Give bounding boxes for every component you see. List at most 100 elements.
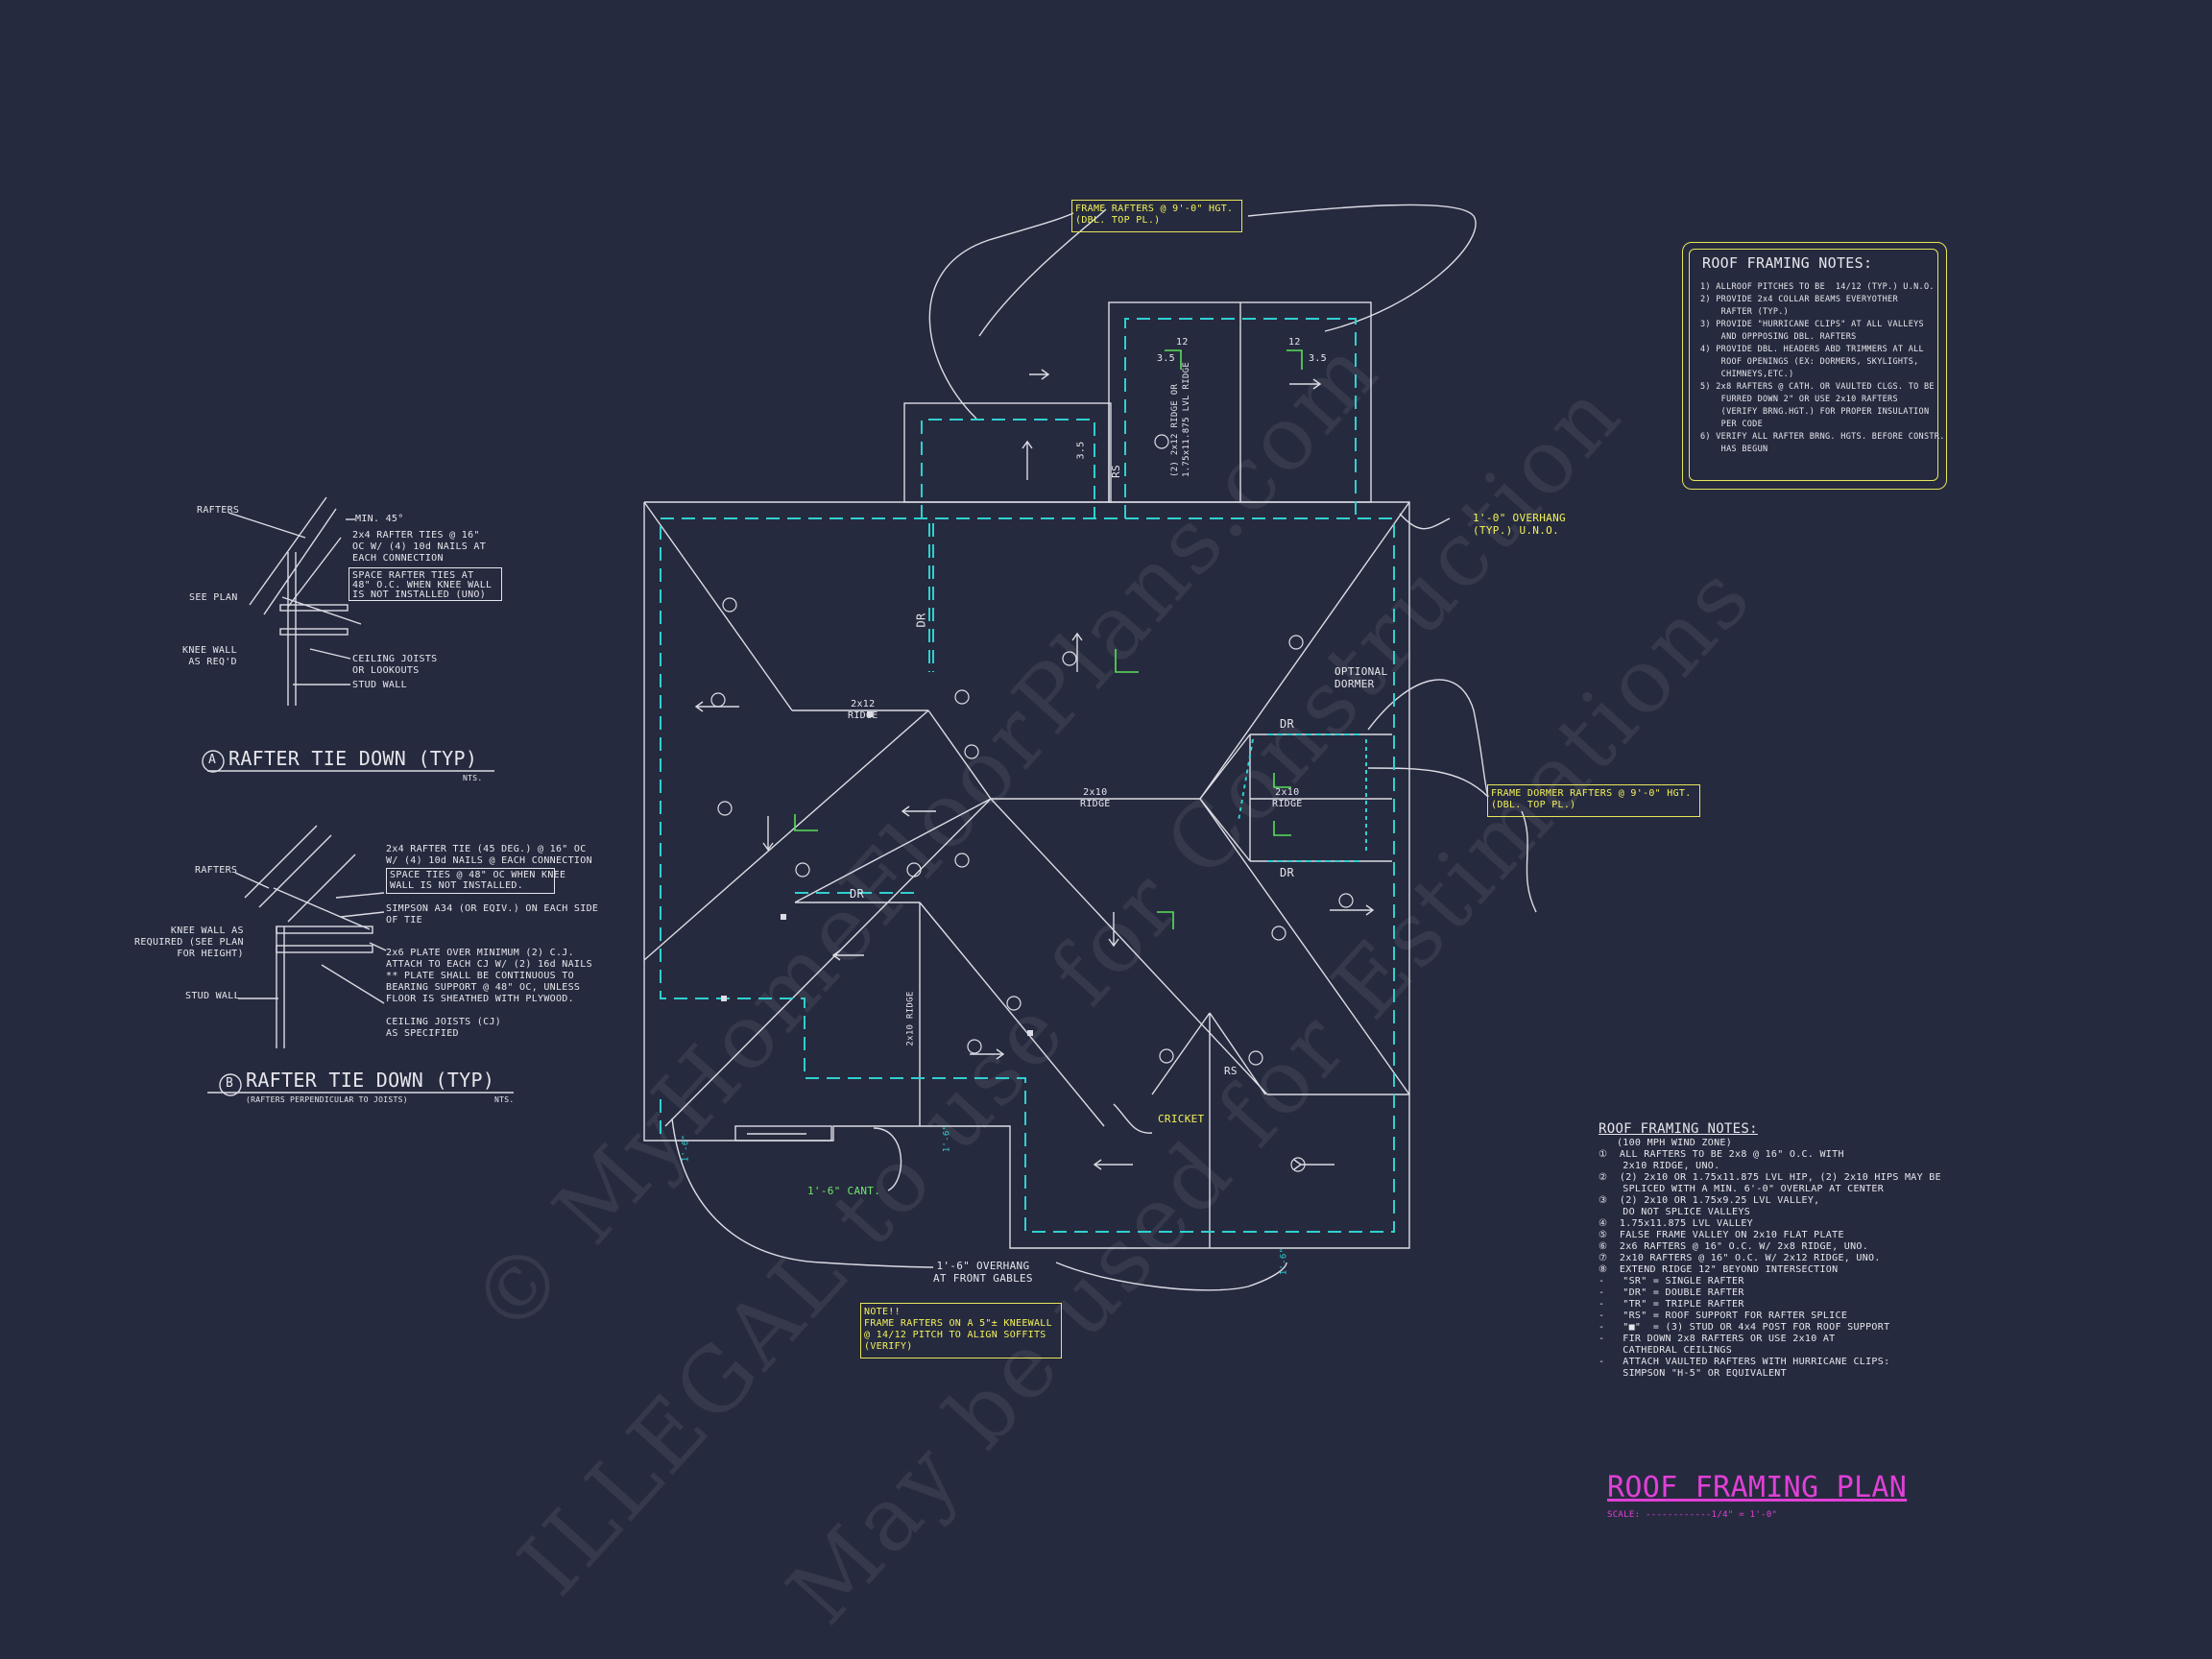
- simpson-line: SIMPSON A34 (OR EQIV.) ON EACH SIDE: [386, 903, 599, 914]
- detail-a-space-box: SPACE RAFTER TIES AT 48" O.C. WHEN KNEE …: [349, 567, 502, 601]
- note-item: 2) PROVIDE 2x4 COLLAR BEAMS EVERYOTHER: [1700, 295, 1898, 304]
- ceiling-line: OR LOOKOUTS: [352, 665, 420, 676]
- detail-b-stud: STUD WALL: [185, 991, 240, 1001]
- note-item: 3) PROVIDE "HURRICANE CLIPS" AT ALL VALL…: [1700, 320, 1924, 329]
- cant-label: 1'-6" CANT.: [807, 1185, 881, 1197]
- ceiling-line: CEILING JOISTS: [352, 654, 438, 664]
- dormer-word: DORMER: [1334, 678, 1375, 690]
- knee-line: FOR HEIGHT): [177, 949, 244, 959]
- detail-b-nts: NTS.: [494, 1095, 515, 1104]
- detail-a-stud: STUD WALL: [352, 680, 407, 690]
- legend-item: ⑤ FALSE FRAME VALLEY ON 2x10 FLAT PLATE: [1599, 1230, 1844, 1240]
- dim-mid: 1'-6": [942, 1124, 952, 1153]
- pitch-12-a: 12: [1176, 337, 1189, 348]
- detail-a-tie: 2x4 RAFTER TIES @ 16"OC W/ (4) 10d NAILS…: [352, 530, 486, 565]
- note-line2: FRAME RAFTERS ON A 5"± KNEEWALL: [864, 1318, 1052, 1329]
- note-item: (VERIFY BRNG.HGT.) FOR PROPER INSULATION: [1700, 407, 1930, 417]
- note-item: 5) 2x8 RAFTERS @ CATH. OR VAULTED CLGS. …: [1700, 382, 1935, 392]
- pitch-label-right: 3.5: [1309, 353, 1327, 364]
- note-line3: @ 14/12 PITCH TO ALIGN SOFFITS: [864, 1330, 1046, 1340]
- knee-line: KNEE WALL AS: [170, 926, 244, 936]
- frame-rafters-line2: (DBL. TOP PL.): [1075, 215, 1161, 226]
- note-line1: NOTE!!: [864, 1307, 901, 1317]
- roof-notes-heading: ROOF FRAMING NOTES:: [1702, 254, 1873, 272]
- detail-a-space-2: 48" O.C. WHEN KNEE WALL: [352, 580, 493, 590]
- ceiling-line: AS SPECIFIED: [386, 1028, 459, 1039]
- legend-item: CATHEDRAL CEILINGS: [1599, 1345, 1733, 1356]
- double-rafter-label: DR: [850, 887, 865, 901]
- legend-item: - "■" = (3) STUD OR 4x4 POST FOR ROOF SU…: [1599, 1322, 1890, 1333]
- legend-item: - "RS" = ROOF SUPPORT FOR RAFTER SPLICE: [1599, 1310, 1848, 1321]
- note-line4: (VERIFY): [864, 1341, 913, 1352]
- legend-item: ⑧ EXTEND RIDGE 12" BEYOND INTERSECTION: [1599, 1264, 1839, 1275]
- legend-item: ⑥ 2x6 RAFTERS @ 16" O.C. W/ 2x8 RIDGE, U…: [1599, 1241, 1869, 1252]
- detail-a-rafters: RAFTERS: [197, 505, 240, 516]
- detail-b-space-1: SPACE TIES @ 48" OC WHEN KNEE: [390, 870, 566, 880]
- optional-word: OPTIONAL: [1334, 665, 1388, 678]
- detail-b-plate: 2x6 PLATE OVER MINIMUM (2) C.J.ATTACH TO…: [386, 948, 592, 1005]
- roof-notes-list: 1) ALLROOF PITCHES TO BE 14/12 (TYP.) U.…: [1700, 281, 1945, 456]
- tie-line: 2x4 RAFTER TIE (45 DEG.) @ 16" OC: [386, 844, 587, 854]
- sheet-scale: SCALE: ------------1/4" = 1'-0": [1607, 1510, 1778, 1520]
- legend-item: - "SR" = SINGLE RAFTER: [1599, 1276, 1744, 1286]
- note-item: 4) PROVIDE DBL. HEADERS ABD TRIMMERS AT …: [1700, 345, 1924, 354]
- note-item: AND OPPPOSING DBL. RAFTERS: [1700, 332, 1857, 342]
- legend-item: 2x10 RIDGE, UNO.: [1599, 1161, 1720, 1171]
- plate-line: FLOOR IS SHEATHED WITH PLYWOOD.: [386, 994, 574, 1004]
- roof-support-label-top: RS: [1109, 465, 1122, 478]
- sheet-title: ROOF FRAMING PLAN: [1607, 1471, 1908, 1504]
- pitch-label-left: 3.5: [1157, 353, 1175, 364]
- legend-item: ① ALL RAFTERS TO BE 2x8 @ 16" O.C. WITH: [1599, 1149, 1844, 1160]
- detail-a-title: RAFTER TIE DOWN (TYP): [228, 747, 478, 770]
- detail-b-ceiling: CEILING JOISTS (CJ)AS SPECIFIED: [386, 1017, 501, 1040]
- note-item: 1) ALLROOF PITCHES TO BE 14/12 (TYP.) U.…: [1700, 282, 1935, 292]
- legend-item: - "DR" = DOUBLE RAFTER: [1599, 1287, 1744, 1298]
- detail-b-subtitle: (RAFTERS PERPENDICULAR TO JOISTS): [246, 1095, 408, 1104]
- note-item: FURRED DOWN 2" OR USE 2x10 RAFTERS: [1700, 395, 1898, 404]
- note-item: HAS BEGUN: [1700, 445, 1768, 454]
- double-rafter-label-dormer-bottom: DR: [1280, 866, 1295, 879]
- overhang-line1: 1'-0" OVERHANG: [1473, 512, 1566, 524]
- plate-line: BEARING SUPPORT @ 48" OC, UNLESS: [386, 982, 581, 993]
- roof-notes-inner: [1689, 249, 1938, 481]
- legend-item: - "TR" = TRIPLE RAFTER: [1599, 1299, 1744, 1310]
- simpson-line: OF TIE: [386, 915, 422, 926]
- detail-a-min45: MIN. 45°: [355, 514, 404, 524]
- legend-item: SIMPSON "H-5" OR EQUIVALENT: [1599, 1368, 1787, 1379]
- overhang-callout: 1'-0" OVERHANG(TYP.) U.N.O.: [1473, 512, 1566, 537]
- legend-heading: ROOF FRAMING NOTES:: [1599, 1121, 1758, 1137]
- ceiling-line: CEILING JOISTS (CJ): [386, 1017, 502, 1027]
- frame-rafters-line1: FRAME RAFTERS @ 9'-0" HGT.: [1075, 204, 1234, 214]
- detail-a-nts: NTS.: [463, 774, 483, 782]
- tie-line: 2x4 RAFTER TIES @ 16": [352, 530, 480, 541]
- note-item: ROOF OPENINGS (EX: DORMERS, SKYLIGHTS,: [1700, 357, 1919, 367]
- detail-a-see-plan: SEE PLAN: [189, 592, 238, 603]
- ridge-size: 2x10: [1083, 787, 1108, 798]
- tie-line: OC W/ (4) 10d NAILS AT: [352, 541, 487, 552]
- roof-support-label: RS: [1224, 1065, 1238, 1077]
- tie-line: EACH CONNECTION: [352, 553, 444, 564]
- legend-item: ⑦ 2x10 RAFTERS @ 16" O.C. W/ 2x12 RIDGE,…: [1599, 1253, 1881, 1263]
- cricket-label: CRICKET: [1158, 1113, 1205, 1125]
- pitch-12-b: 12: [1288, 337, 1301, 348]
- detail-b-title: RAFTER TIE DOWN (TYP): [246, 1069, 495, 1092]
- knee-line: KNEE WALL: [182, 645, 237, 656]
- double-rafter-label-vertical: DR: [914, 613, 928, 628]
- front-overhang-line1: 1'-6" OVERHANG: [936, 1260, 1030, 1272]
- note-item: CHIMNEYS,ETC.): [1700, 370, 1794, 379]
- note-item: 6) VERIFY ALL RAFTER BRNG. HGTS. BEFORE …: [1700, 432, 1945, 442]
- kneewall-note: NOTE!! FRAME RAFTERS ON A 5"± KNEEWALL @…: [860, 1303, 1062, 1358]
- legend-item: - ATTACH VAULTED RAFTERS WITH HURRICANE …: [1599, 1357, 1890, 1367]
- frame-rafters-callout: FRAME RAFTERS @ 9'-0" HGT. (DBL. TOP PL.…: [1071, 200, 1242, 232]
- detail-b-space-box: SPACE TIES @ 48" OC WHEN KNEE WALL IS NO…: [386, 868, 565, 894]
- plate-line: ** PLATE SHALL BE CONTINUOUS TO: [386, 971, 574, 981]
